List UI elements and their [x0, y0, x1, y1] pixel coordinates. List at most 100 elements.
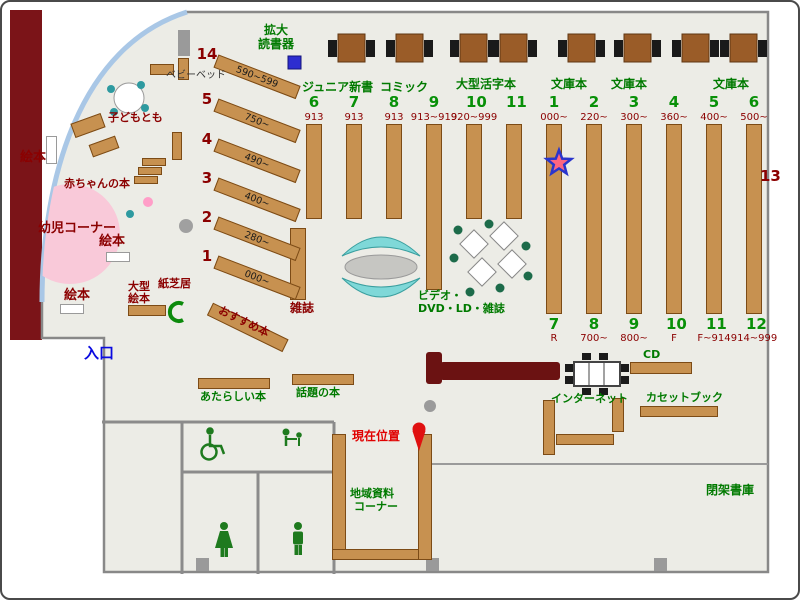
shelf-col-11 [506, 124, 522, 219]
shelf-col-9 [426, 124, 442, 290]
picture-book-shelf [60, 304, 84, 314]
shelf-number: 11 [706, 315, 727, 333]
shelf-col-7 [346, 124, 362, 219]
round-table [113, 82, 145, 114]
shelf-number: 3 [201, 169, 213, 187]
shelf-col-10 [466, 124, 482, 219]
shelf-number: 7 [348, 93, 360, 111]
new-books-shelf [198, 378, 270, 389]
kamishibai-shelf [128, 305, 166, 316]
label-picture-books-3: 絵本 [64, 288, 91, 303]
label-bunko-1: 文庫本 [551, 77, 588, 91]
label-kodomo: 子どもとも [108, 111, 163, 124]
shelf-number: 5 [201, 90, 213, 108]
kids-step-shelf [134, 176, 158, 184]
bench-icon [341, 236, 421, 257]
shelf-range: 500~ [740, 112, 768, 123]
shelf-number: 1 [548, 93, 560, 111]
shelf-range: 220~ [580, 112, 608, 123]
table-unit [720, 33, 767, 63]
label-bunko-2: 文庫本 [611, 77, 648, 91]
maroon-wall [10, 10, 42, 340]
shelf-col-6b [746, 124, 762, 314]
floor [40, 10, 770, 574]
shelf-range: 914~999 [730, 333, 778, 344]
shelf-col-6 [306, 124, 322, 219]
table-unit [328, 33, 375, 63]
label-magazines: 雑誌 [290, 301, 315, 315]
internet-table [565, 353, 629, 395]
shelf-range: 700~ [580, 333, 608, 344]
shelf-number: 4 [668, 93, 680, 111]
shelf-number: 10 [666, 315, 687, 333]
cd-shelf [630, 362, 692, 374]
shelf-range: F [671, 333, 677, 344]
kids-step-shelf [138, 167, 162, 175]
shelf-number: 6 [748, 93, 760, 111]
av-chairs [449, 219, 533, 297]
label-kamishibai: 紙芝居 [158, 277, 191, 290]
label-new-books: あたらしい本 [200, 390, 266, 403]
label-local-materials-l2: コーナー [354, 500, 398, 513]
table-unit [558, 33, 605, 63]
shelf-range: 000~ [540, 112, 568, 123]
shelf-range: 400~ [700, 112, 728, 123]
internet-chairs [565, 353, 629, 395]
shelf-range: R [550, 333, 558, 344]
reading-tables [328, 33, 767, 63]
shelf [612, 398, 624, 432]
wheelchair-icon [200, 427, 226, 461]
label-topic-books: 話題の本 [296, 386, 340, 399]
label-large-ehon-l1: 大型 [128, 280, 150, 293]
label-picture-books-1: 絵本 [20, 150, 47, 165]
shelf-col-2 [586, 124, 602, 314]
topic-books-shelf [292, 374, 354, 385]
table-unit [386, 33, 433, 63]
shelf-range: 360~ [660, 112, 688, 123]
av-tables [449, 219, 533, 297]
shelf-col-3 [626, 124, 642, 314]
label-closed-stacks: 閉架書庫 [706, 483, 755, 497]
shelf-number: 2 [588, 93, 600, 111]
local-materials-shelf [418, 434, 432, 560]
label-entrance: 入口 [84, 344, 115, 362]
kids-furniture [107, 81, 193, 323]
blue-square-icon [287, 55, 302, 70]
shelf-number: 1 [201, 247, 213, 265]
picture-book-shelf [106, 252, 130, 262]
shelf-range: 800~ [620, 333, 648, 344]
shelf-number: 11 [506, 93, 527, 111]
label-video-l2: DVD・LD・雑誌 [418, 302, 505, 315]
shelf-number: 10 [466, 93, 487, 111]
label-cd: CD [643, 348, 661, 361]
pillar [424, 400, 436, 412]
shelf-number: 3 [628, 93, 640, 111]
shelf-range: 300~ [620, 112, 648, 123]
shelf-number: 2 [201, 208, 213, 226]
shelf-number: 9 [428, 93, 440, 111]
shelf-number: 9 [628, 315, 640, 333]
shelf-number: 14 [196, 45, 218, 63]
kids-step-shelf [142, 158, 166, 166]
pink-seat [143, 197, 153, 207]
table-unit [672, 33, 719, 63]
shelf-range: F~914 [697, 333, 731, 344]
label-large-ehon-l2: 絵本 [128, 292, 150, 305]
pillars [178, 30, 667, 571]
service-counter [426, 352, 560, 384]
shelf [543, 400, 555, 455]
pillar [179, 219, 193, 233]
shelf-number: 8 [588, 315, 600, 333]
shelf-number: 6 [308, 93, 320, 111]
label-baby-books: 赤ちゃんの本 [64, 177, 130, 190]
shelf-number: 7 [548, 315, 560, 333]
label-large-print: 大型活字本 [456, 77, 517, 91]
shelf-number: 12 [746, 315, 767, 333]
shelf-range: 913 [304, 112, 324, 123]
return-slot-icon [167, 301, 184, 323]
label-video-l1: ビデオ・ [418, 289, 462, 302]
restroom-icons [200, 427, 303, 557]
kids-chairs [107, 81, 149, 218]
label-local-materials-l1: 地域資料 [350, 487, 394, 500]
